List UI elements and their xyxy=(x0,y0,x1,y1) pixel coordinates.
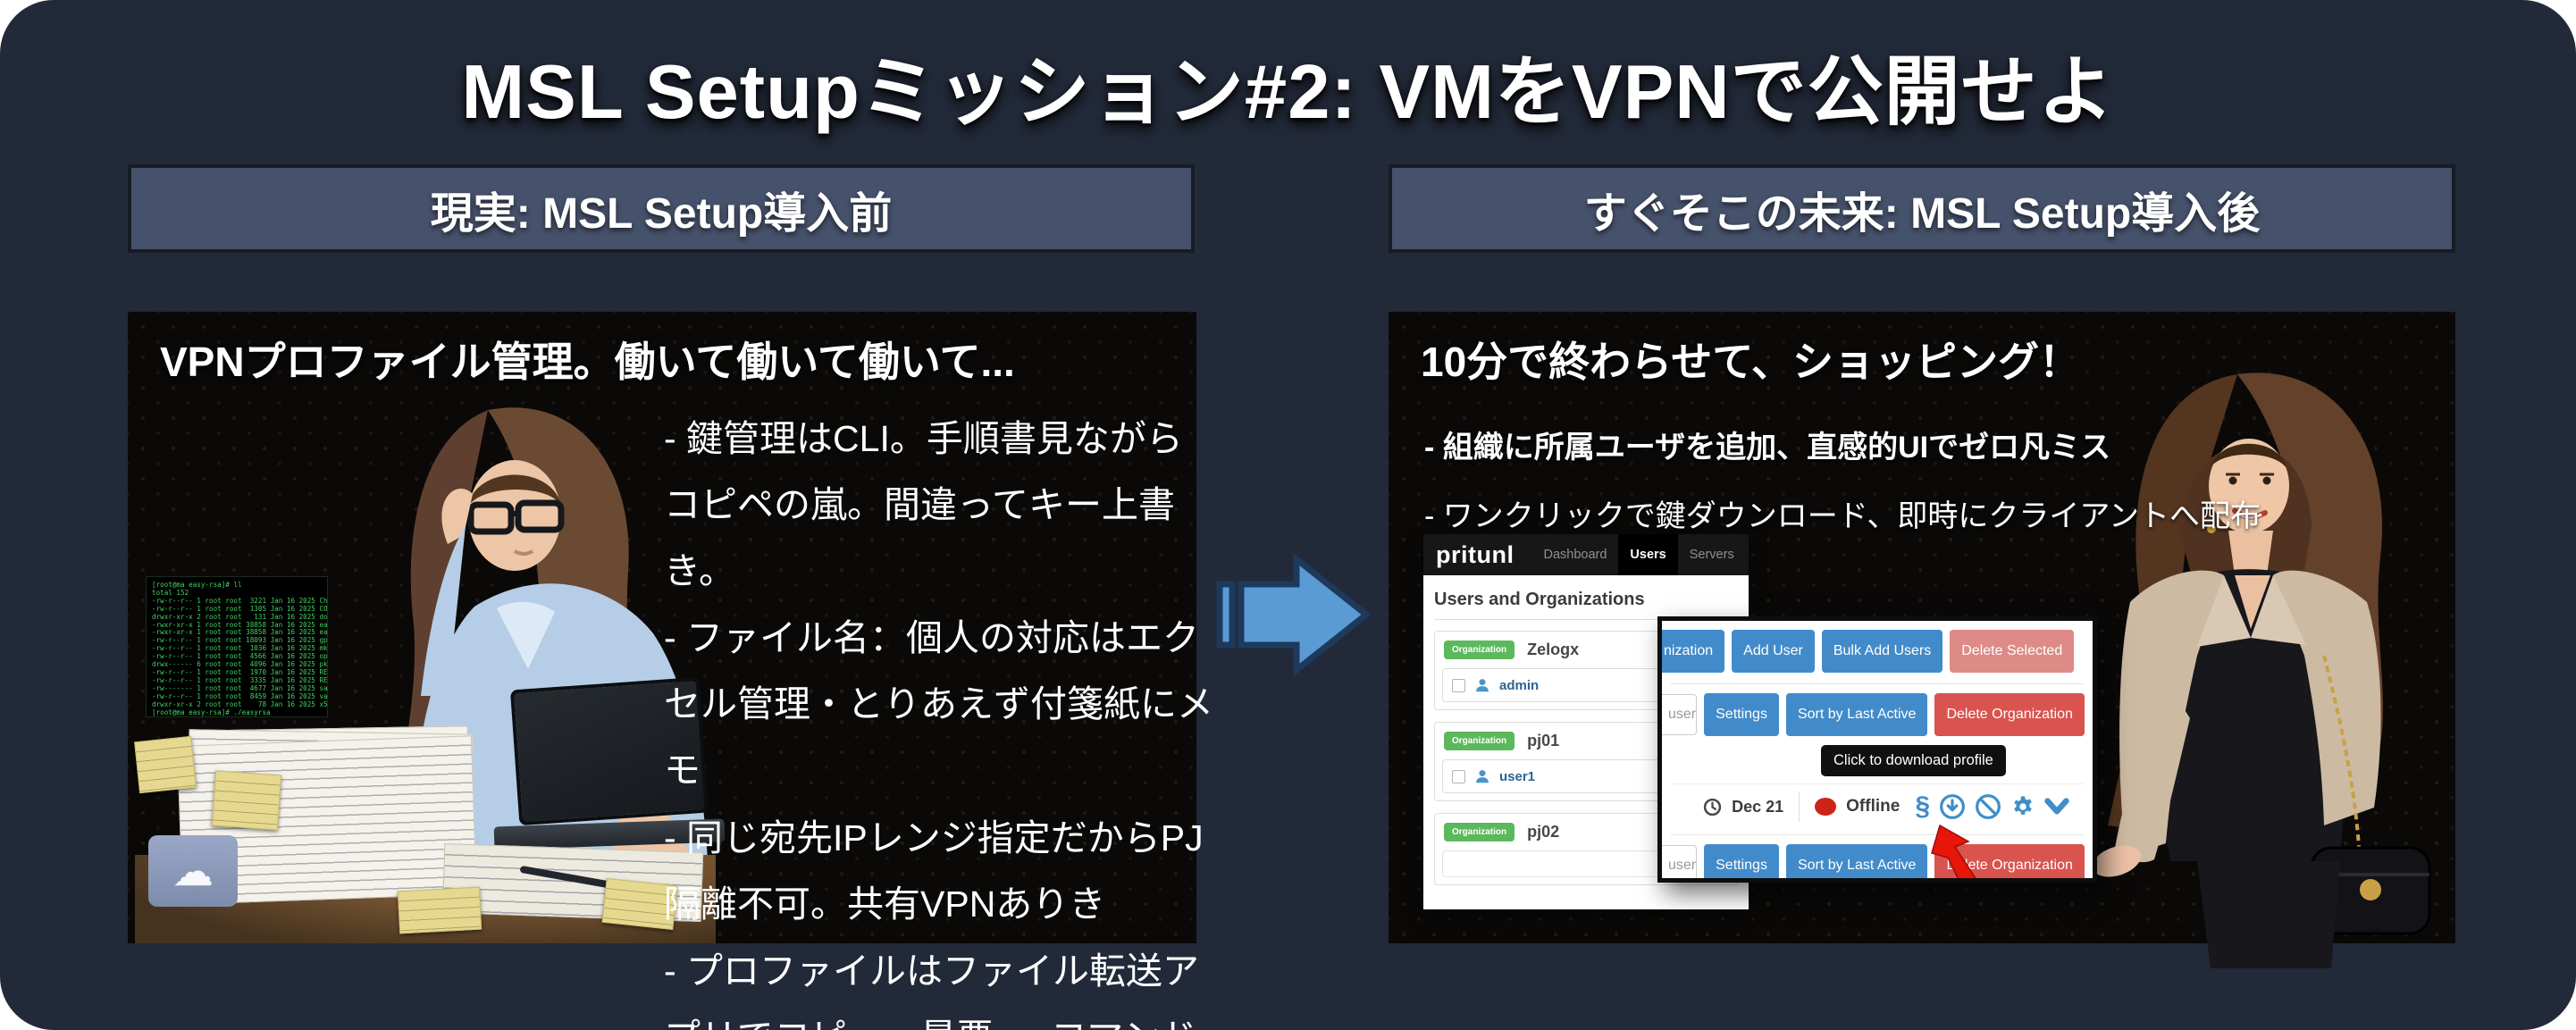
bullet-item: - ワンクリックで鍵ダウンロード、即時にクライアントへ配布 xyxy=(1424,499,2261,533)
terminal-line: -rwxr-xr-x 1 root root 38858 Jan 16 2025… xyxy=(152,620,328,629)
org-card-pj02: Organization pj02 There xyxy=(1434,813,1738,885)
shopping-woman-illustration xyxy=(2092,373,2431,968)
terminal-line: [root@ma easy-rsa]# ll xyxy=(152,581,242,589)
pritunl-logo: pritunl xyxy=(1436,540,1515,568)
terminal-line: -rw-r--r-- 1 root root 1305 Jan 16 2025 … xyxy=(152,604,328,613)
org-toolbar-row: user Settings Sort by Last Active Delete… xyxy=(1662,683,2085,736)
user-row[interactable]: user1 xyxy=(1442,759,1730,793)
org-card-pj01: Organization pj01 user1 xyxy=(1434,722,1738,801)
search-input[interactable]: user xyxy=(1662,694,1698,735)
bullet-item: - プロファイルはファイル転送アプリでコピー。最悪scpコマンド xyxy=(664,950,1200,1030)
chevron-down-icon[interactable] xyxy=(2044,798,2069,816)
before-bullet-list: - 鍵管理はCLI。手順書見ながらコピペの嵐。間違ってキー上書き。 - ファイル名… xyxy=(664,406,1216,1030)
page-title: MSL Setupミッション#2: VMをVPNで公開せよ xyxy=(461,50,2115,135)
org-card-zelogx: Organization Zelogx admin xyxy=(1434,631,1738,710)
left-header-bar: 現実: MSL Setup導入前 xyxy=(128,164,1195,253)
get-links-icon[interactable]: § xyxy=(1915,791,1930,821)
org-name: Zelogx xyxy=(1527,641,1580,658)
offline-status-dot xyxy=(1815,798,1837,816)
org-toolbar-row: user Settings Sort by Last Active Delete… xyxy=(1662,834,2085,878)
user-action-icons: § xyxy=(1915,793,2069,820)
gear-icon[interactable] xyxy=(2010,794,2035,819)
search-input[interactable]: user xyxy=(1662,845,1698,878)
left-header-label: 現実: MSL Setup導入前 xyxy=(430,189,893,238)
before-panel-title: VPNプロファイル管理。働いて働いて働いて... xyxy=(160,339,1015,385)
terminal-line: -rw-r--r-- 1 root root 4566 Jan 16 2025 … xyxy=(152,652,328,661)
add-organization-button-fragment[interactable]: nization xyxy=(1662,630,1725,673)
after-bullet-list: - 組織に所属ユーザを追加、直感的UIでゼロ凡ミス - ワンクリックで鍵ダウンロ… xyxy=(1424,423,2261,535)
user-row[interactable]: admin xyxy=(1442,668,1730,702)
organization-badge: Organization xyxy=(1444,641,1515,659)
right-header-bar: すぐそこの未来: MSL Setup導入後 xyxy=(1389,164,2455,253)
bullet-item: - 組織に所属ユーザを追加、直感的UIでゼロ凡ミス xyxy=(1424,431,2111,465)
pritunl-body: Users and Organizations Organization Zel… xyxy=(1423,575,1749,906)
pritunl-navbar: pritunl Dashboard Users Servers xyxy=(1423,534,1749,575)
users-orgs-heading: Users and Organizations xyxy=(1434,590,1645,609)
sort-by-last-active-button[interactable]: Sort by Last Active xyxy=(1785,693,1928,736)
divider xyxy=(1799,791,1800,822)
sticky-note xyxy=(211,770,282,831)
download-profile-icon[interactable] xyxy=(1939,793,1966,820)
bullet-item: - 鍵管理はCLI。手順書見ながらコピペの嵐。間違ってキー上書き。 xyxy=(664,418,1183,591)
cloud-storage-icon: ☁ xyxy=(148,835,238,907)
user-status-row: Dec 21 Offline § xyxy=(1671,783,2084,827)
bulk-add-users-button[interactable]: Bulk Add Users xyxy=(1821,630,1943,673)
delete-organization-button[interactable]: Delete Organization xyxy=(1934,693,2085,736)
org-name: pj01 xyxy=(1527,732,1560,749)
terminal-line: -rw-r--r-- 1 root root 3221 Jan 16 2025 … xyxy=(152,596,328,605)
delete-selected-button[interactable]: Delete Selected xyxy=(1950,630,2075,673)
tab-dashboard[interactable]: Dashboard xyxy=(1543,548,1607,562)
download-tooltip: Click to download profile xyxy=(1821,745,2006,776)
settings-button[interactable]: Settings xyxy=(1704,844,1779,878)
transition-arrow-icon xyxy=(1216,552,1372,677)
user-checkbox[interactable] xyxy=(1452,678,1465,692)
terminal-line: drwxr-xr-x 2 root root 131 Jan 16 2025 d… xyxy=(152,612,328,621)
overlay-top-buttons: nization Add User Bulk Add Users Delete … xyxy=(1662,630,2084,673)
clock-icon xyxy=(1703,798,1722,816)
status-label: Offline xyxy=(1846,797,1901,816)
terminal-line: -rw------- 1 root root 4677 Jan 16 2025 … xyxy=(152,683,328,692)
user-link[interactable]: user1 xyxy=(1499,768,1536,784)
user-checkbox[interactable] xyxy=(1452,769,1465,783)
organization-badge: Organization xyxy=(1444,732,1515,750)
user-icon xyxy=(1476,679,1489,692)
settings-button[interactable]: Settings xyxy=(1704,693,1779,736)
terminal-line: -rw-r--r-- 1 root root 1970 Jan 16 2025 … xyxy=(152,667,328,676)
terminal-line: -rw-r--r-- 1 root root 3335 Jan 16 2025 … xyxy=(152,675,328,684)
red-cursor-arrow-icon xyxy=(1931,824,1976,878)
terminal-line: total 152 xyxy=(152,588,189,597)
terminal-line: -rwxr-xr-x 1 root root 38858 Jan 16 2025… xyxy=(152,628,328,637)
org-name: pj02 xyxy=(1527,823,1560,841)
terminal-line: drwxr-xr-x 2 root root 78 Jan 16 2025 x5… xyxy=(152,699,328,708)
pritunl-zoom-overlay: nization Add User Bulk Add Users Delete … xyxy=(1657,616,2097,883)
bullet-item: - ファイル名：個人の対応はエクセル管理・とりあえず付箋紙にメモ xyxy=(664,617,1213,791)
sticky-note xyxy=(134,735,197,794)
after-panel: 10分で終わらせて、ショッピング！ - 組織に所属ユーザを追加、直感的UIでゼロ… xyxy=(1389,312,2455,968)
right-header-label: すぐそこの未来: MSL Setup導入後 xyxy=(1583,189,2261,238)
divider xyxy=(1434,619,1738,620)
user-link[interactable]: admin xyxy=(1499,677,1540,693)
organization-badge: Organization xyxy=(1444,823,1515,842)
bullet-item: - 同じ宛先IPレンジ指定だからPJ隔離不可。共有VPNありき xyxy=(664,816,1204,925)
terminal-line: [root@ma easy-rsa]# ./easyrsa xyxy=(152,708,271,716)
add-user-button[interactable]: Add User xyxy=(1732,630,1815,673)
sort-by-last-active-button[interactable]: Sort by Last Active xyxy=(1785,844,1928,878)
terminal-line: drwx------ 6 root root 4096 Jan 16 2025 … xyxy=(152,660,328,669)
after-panel-title: 10分で終わらせて、ショッピング！ xyxy=(1421,339,2080,385)
before-panel: VPNプロファイル管理。働いて働いて働いて... - 鍵管理はCLI。手順書見な… xyxy=(128,312,1213,1030)
user-icon xyxy=(1476,770,1489,783)
terminal-line: -rw-r--r-- 1 root root 18093 Jan 16 2025… xyxy=(152,636,328,645)
tab-users[interactable]: Users xyxy=(1618,534,1678,575)
last-active-date: Dec 21 xyxy=(1732,797,1784,816)
terminal-line: -rw-r--r-- 1 root root 8459 Jan 16 2025 … xyxy=(152,691,328,700)
tab-servers[interactable]: Servers xyxy=(1689,548,1734,562)
disable-user-icon[interactable] xyxy=(1975,793,2001,820)
terminal-line: -rw-r--r-- 1 root root 1036 Jan 16 2025 … xyxy=(152,644,328,653)
sticky-note xyxy=(397,886,482,934)
